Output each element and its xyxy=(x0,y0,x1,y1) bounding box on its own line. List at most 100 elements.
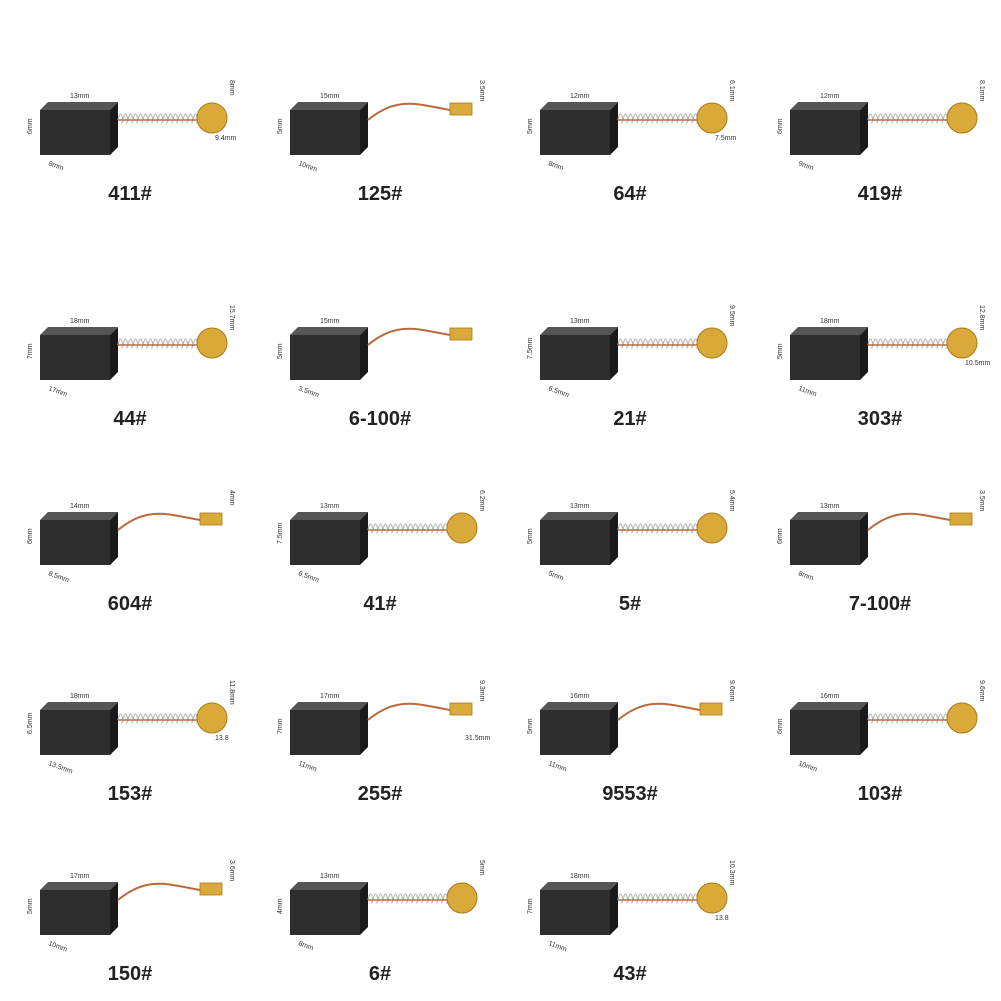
spring xyxy=(117,338,204,349)
terminal-cap xyxy=(696,882,728,914)
dimension-label: 5mm xyxy=(277,118,284,134)
spring xyxy=(867,338,954,349)
dimension-label: 16mm xyxy=(570,693,590,700)
carbon-block xyxy=(290,327,368,380)
model-code: 411# xyxy=(108,183,152,205)
dimension-label: 14mm xyxy=(70,503,90,510)
terminal-tab xyxy=(449,327,473,341)
carbon-block xyxy=(540,102,618,155)
dimension-label: 5mm xyxy=(527,118,534,134)
dimension-label: 13mm xyxy=(320,873,340,880)
carbon-block xyxy=(790,512,868,565)
dimension-label: 15mm xyxy=(320,318,340,325)
carbon-block xyxy=(40,512,118,565)
model-code: 150# xyxy=(107,963,153,985)
dimension-label: 13.8 xyxy=(715,915,729,922)
carbon-block xyxy=(540,702,618,755)
dimension-label: 17mm xyxy=(320,693,340,700)
dimension-label: 7.5mm xyxy=(715,135,737,142)
dimension-label: 9.4mm xyxy=(215,135,237,142)
dimension-label: 4mm xyxy=(277,898,284,914)
spring xyxy=(617,893,704,904)
dimension-label: 3.5mm xyxy=(297,385,320,399)
carbon-block xyxy=(540,512,618,565)
dimension-label: 9mm xyxy=(797,160,814,172)
carbon-block xyxy=(790,702,868,755)
dimension-label: 12mm xyxy=(570,93,590,100)
spring xyxy=(617,523,704,534)
dimension-label: 8mm xyxy=(228,80,235,96)
carbon-block xyxy=(540,327,618,380)
terminal-tab xyxy=(199,512,223,526)
dimension-label: 6mm xyxy=(27,118,34,134)
dimension-label: 11mm xyxy=(297,760,317,773)
dimension-label: 5mm xyxy=(277,343,284,359)
dimension-label: 4mm xyxy=(228,490,235,506)
dimension-label: 6.2mm xyxy=(478,490,485,512)
dimension-label: 6.5mm xyxy=(27,712,34,734)
dimension-label: 13.5mm xyxy=(47,760,73,775)
terminal-tab xyxy=(699,702,723,716)
terminal-cap xyxy=(446,512,478,544)
dimension-label: 18mm xyxy=(70,318,90,325)
dimension-label: 3.6mm xyxy=(228,860,235,882)
model-code: 44# xyxy=(113,408,147,430)
dimension-label: 11mm xyxy=(547,940,567,953)
spring xyxy=(117,113,204,124)
dimension-label: 15mm xyxy=(320,93,340,100)
terminal-cap xyxy=(946,702,978,734)
carbon-block xyxy=(40,702,118,755)
spring xyxy=(367,893,454,904)
dimension-label: 9.3mm xyxy=(478,680,485,702)
dimension-label: 31.5mm xyxy=(465,735,490,742)
copper-wire xyxy=(367,327,451,346)
dimension-label: 15.7mm xyxy=(228,305,235,330)
dimension-label: 17mm xyxy=(70,873,90,880)
dimension-label: 8mm xyxy=(547,160,564,172)
dimension-label: 10mm xyxy=(797,760,818,773)
dimension-label: 18mm xyxy=(820,318,840,325)
dimension-label: 13mm xyxy=(70,93,90,100)
spring xyxy=(117,713,204,724)
dimension-label: 5mm xyxy=(777,343,784,359)
model-code: 153# xyxy=(107,783,153,805)
dimension-label: 6mm xyxy=(27,528,34,544)
carbon-block xyxy=(40,882,118,935)
terminal-cap xyxy=(696,102,728,134)
carbon-block xyxy=(40,102,118,155)
dimension-label: 6mm xyxy=(777,118,784,134)
model-code: 43# xyxy=(613,963,647,985)
dimension-label: 16mm xyxy=(820,693,840,700)
model-code: 64# xyxy=(613,183,647,205)
dimension-label: 7mm xyxy=(27,343,34,359)
dimension-label: 8.1mm xyxy=(978,80,985,102)
dimension-label: 10mm xyxy=(47,940,68,953)
dimension-label: 11mm xyxy=(547,760,567,773)
dimension-label: 13.8 xyxy=(215,735,229,742)
terminal-cap xyxy=(696,512,728,544)
model-code: 7-100# xyxy=(848,593,912,615)
carbon-block xyxy=(290,102,368,155)
terminal-cap xyxy=(446,882,478,914)
model-code: 303# xyxy=(857,408,903,430)
dimension-label: 3.5mm xyxy=(478,80,485,102)
